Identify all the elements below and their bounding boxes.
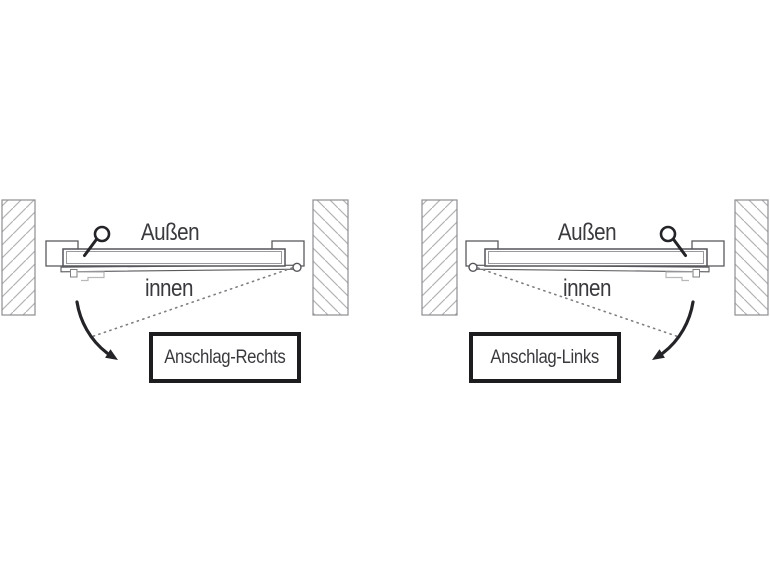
inside-label-links: innen [563, 275, 611, 302]
inside-label-rechts: innen [145, 275, 193, 302]
anschlag-links-caption-box: Anschlag-Links [469, 332, 621, 383]
anschlag-links-caption: Anschlag-Links [490, 346, 600, 368]
outside-label-rechts: Außen [140, 219, 200, 246]
anschlag-rechts-caption: Anschlag-Rechts [164, 346, 286, 368]
outside-label-links: Außen [557, 219, 617, 246]
anschlag-rechts-caption-box: Anschlag-Rechts [149, 332, 301, 383]
